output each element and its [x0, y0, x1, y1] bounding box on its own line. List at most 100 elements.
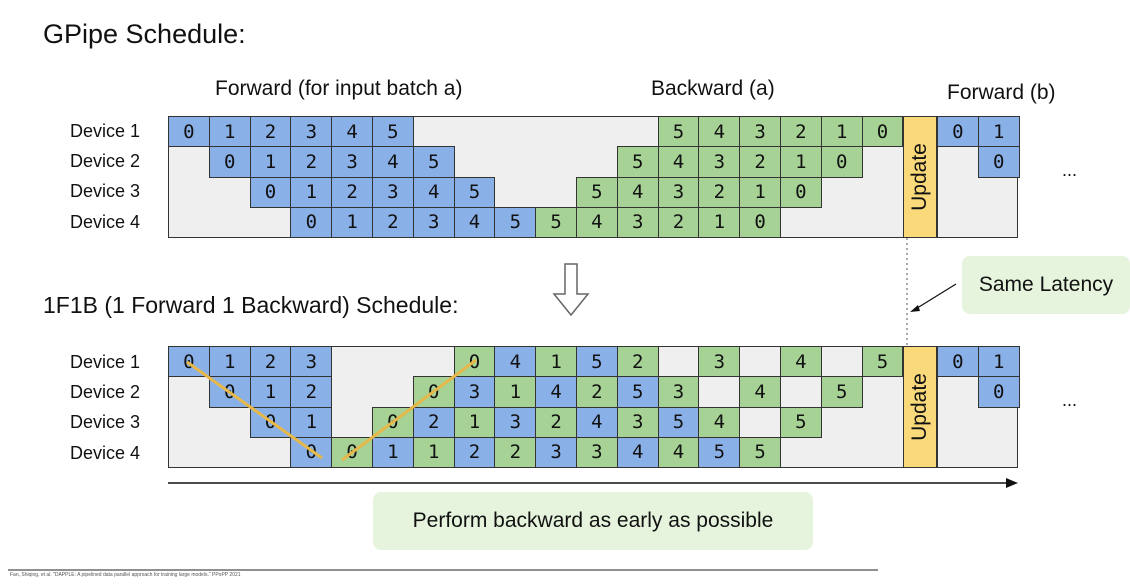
gpipe-forward-cell: 0	[168, 116, 210, 148]
onef1b-forward-cell: 2	[453, 436, 496, 468]
onef1b-backward-cell: 4	[698, 406, 741, 438]
gpipe-backward-cell: 1	[739, 176, 781, 208]
onef1b-backward-cell: 1	[494, 376, 537, 408]
gpipe-backward-cell: 2	[739, 146, 781, 178]
gpipe-backward-cell: 5	[616, 146, 659, 178]
onef1b-forward-cell: 4	[535, 376, 577, 408]
down-arrow-icon	[552, 263, 590, 317]
onef1b-forward-cell: 1	[249, 376, 292, 408]
onef1b-backward-cell: 2	[494, 436, 537, 468]
onef1b-device-label: Device 1	[70, 352, 141, 372]
gpipe-next-forward-cell: 0	[937, 116, 979, 148]
onef1b-next-forward-cell: 0	[937, 346, 979, 378]
gpipe-forward-cell: 4	[453, 206, 496, 238]
same-latency-text: Same Latency	[978, 273, 1114, 296]
onef1b-next-forward-cell: 1	[977, 346, 1020, 378]
gpipe-ellipsis: ...	[1062, 160, 1078, 180]
onef1b-forward-cell: 3	[494, 406, 537, 438]
page-title: GPipe Schedule:	[43, 19, 246, 49]
onef1b-forward-cell: 1	[372, 436, 414, 468]
onef1b-backward-cell: 3	[616, 406, 659, 438]
gpipe-forward-cell: 1	[208, 116, 251, 148]
forward-b-label: Forward (b)	[947, 81, 1056, 104]
onef1b-backward-cell: 0	[372, 406, 414, 438]
gpipe-device-label: Device 1	[70, 121, 141, 141]
onef1b-backward-cell: 5	[780, 406, 822, 438]
onef1b-title: 1F1B (1 Forward 1 Backward) Schedule:	[43, 292, 459, 318]
onef1b-forward-cell: 0	[168, 346, 210, 378]
gpipe-forward-cell: 5	[494, 206, 537, 238]
gpipe-backward-cell: 4	[657, 146, 700, 178]
onef1b-device-label: Device 3	[70, 412, 141, 432]
gpipe-backward-cell: 1	[698, 206, 741, 238]
backward-label: Backward (a)	[651, 77, 775, 100]
same-latency-note: Same Latency	[962, 256, 1130, 314]
gpipe-update-block: Update	[903, 116, 937, 238]
gpipe-backward-cell: 0	[820, 146, 863, 178]
gpipe-forward-cell: 2	[372, 206, 414, 238]
onef1b-device-label: Device 4	[70, 443, 141, 463]
onef1b-backward-cell: 0	[331, 436, 373, 468]
onef1b-forward-cell: 5	[576, 346, 618, 378]
gpipe-forward-cell: 2	[331, 176, 373, 208]
gpipe-backward-cell: 1	[820, 116, 863, 148]
early-backward-note: Perform backward as early as possible	[373, 492, 813, 550]
onef1b-backward-cell: 1	[453, 406, 496, 438]
early-backward-text: Perform backward as early as possible	[412, 509, 774, 532]
gpipe-next-forward-cell: 1	[977, 116, 1020, 148]
timeline-arrowhead	[1006, 478, 1018, 488]
onef1b-backward-cell: 4	[657, 436, 700, 468]
onef1b-backward-cell: 3	[698, 346, 741, 378]
gpipe-backward-cell: 5	[576, 176, 618, 208]
onef1b-ellipsis: ...	[1062, 390, 1078, 410]
gpipe-backward-cell: 2	[698, 176, 741, 208]
onef1b-forward-cell: 5	[657, 406, 700, 438]
gpipe-next-forward-cell: 0	[977, 146, 1020, 178]
onef1b-device-label: Device 2	[70, 382, 141, 402]
gpipe-forward-cell: 0	[249, 176, 292, 208]
gpipe-backward-cell: 3	[657, 176, 700, 208]
onef1b-update-block: Update	[903, 346, 937, 468]
onef1b-backward-cell: 2	[576, 376, 618, 408]
onef1b-backward-cell: 0	[453, 346, 496, 378]
onef1b-forward-cell: 4	[494, 346, 537, 378]
onef1b-forward-cell: 4	[576, 406, 618, 438]
gpipe-backward-cell: 3	[616, 206, 659, 238]
onef1b-forward-cell: 0	[249, 406, 292, 438]
citation: Fan, Shiqing, et al. "DAPPLE: A pipeline…	[10, 572, 241, 578]
onef1b-forward-cell: 2	[412, 406, 455, 438]
gpipe-backward-cell: 5	[535, 206, 577, 238]
onef1b-backward-cell: 3	[576, 436, 618, 468]
gpipe-forward-cell: 4	[331, 116, 373, 148]
onef1b-backward-cell: 3	[657, 376, 700, 408]
onef1b-forward-cell: 5	[698, 436, 741, 468]
gpipe-forward-cell: 0	[208, 146, 251, 178]
onef1b-forward-cell: 0	[290, 436, 333, 468]
onef1b-forward-cell: 1	[208, 346, 251, 378]
onef1b-backward-cell: 0	[412, 376, 455, 408]
latency-pointer-arrowhead	[910, 305, 920, 312]
onef1b-backward-cell: 5	[739, 436, 781, 468]
gpipe-device-label: Device 4	[70, 212, 141, 232]
onef1b-backward-cell: 5	[861, 346, 904, 378]
onef1b-forward-cell: 0	[208, 376, 251, 408]
onef1b-forward-cell: 1	[290, 406, 333, 438]
onef1b-forward-cell: 3	[290, 346, 333, 378]
onef1b-update-label: Update	[908, 373, 931, 441]
onef1b-backward-cell: 1	[412, 436, 455, 468]
gpipe-backward-cell: 4	[616, 176, 659, 208]
forward-label: Forward (for input batch a)	[215, 77, 463, 100]
onef1b-forward-cell: 4	[616, 436, 659, 468]
onef1b-next-forward-cell: 0	[977, 376, 1020, 408]
gpipe-forward-cell: 3	[331, 146, 373, 178]
gpipe-backward-cell: 1	[780, 146, 822, 178]
gpipe-backward-cell: 0	[739, 206, 781, 238]
onef1b-forward-cell: 5	[616, 376, 659, 408]
onef1b-backward-cell: 2	[616, 346, 659, 378]
onef1b-forward-cell: 3	[453, 376, 496, 408]
onef1b-backward-cell: 2	[535, 406, 577, 438]
